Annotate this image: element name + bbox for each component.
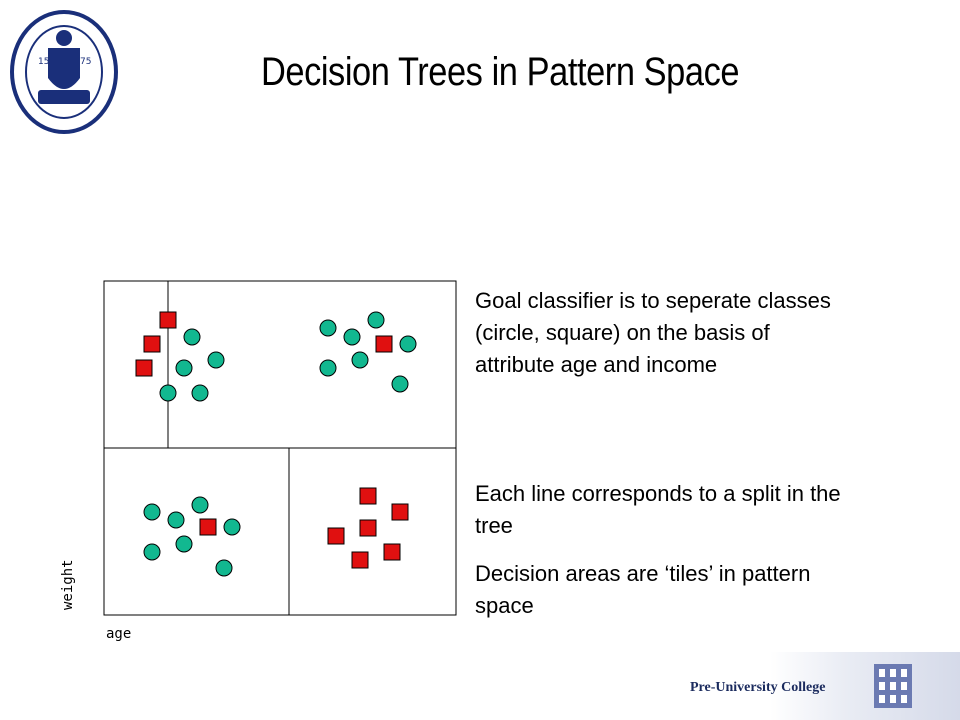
top-left-square-0 <box>159 311 177 329</box>
bottom-right-square-3 <box>327 527 345 545</box>
seal-year-right: 75 <box>80 57 91 67</box>
bottom-left-circle-6 <box>175 535 193 553</box>
bottom-left-circle-4 <box>223 518 241 536</box>
top-left-circle-4 <box>207 351 225 369</box>
top-left-square-1 <box>143 335 161 353</box>
bottom-left-square-3 <box>199 518 217 536</box>
bottom-right-square-1 <box>391 503 409 521</box>
bottom-right-square-0 <box>359 487 377 505</box>
bottom-right-square-4 <box>383 543 401 561</box>
y-axis-label: weight <box>60 559 76 610</box>
bottom-left-circle-1 <box>167 511 185 529</box>
bottom-left-circle-0 <box>143 503 161 521</box>
goal-text: Goal classifier is to seperate classes (… <box>475 288 831 377</box>
college-logo-icon <box>874 664 912 708</box>
seal-year-left: 15 <box>38 57 49 67</box>
bottom-right-square-2 <box>359 519 377 537</box>
top-right-circle-2 <box>367 311 385 329</box>
top-right-circle-4 <box>399 335 417 353</box>
top-right-circle-7 <box>391 375 409 393</box>
lines-text: Each line corresponds to a split in the … <box>475 481 841 538</box>
top-right-circle-5 <box>319 359 337 377</box>
bottom-right-square-5 <box>351 551 369 569</box>
x-axis-label: age <box>106 626 132 642</box>
top-right-circle-6 <box>351 351 369 369</box>
university-seal-icon: 15 75 <box>10 10 118 134</box>
bottom-left-circle-5 <box>143 543 161 561</box>
top-left-circle-5 <box>175 359 193 377</box>
tiles-text: Decision areas are ‘tiles’ in pattern sp… <box>475 561 811 618</box>
bottom-left-circle-2 <box>191 496 209 514</box>
top-left-square-2 <box>135 359 153 377</box>
top-left-circle-3 <box>183 328 201 346</box>
footer-band <box>770 652 960 720</box>
region-bottom <box>103 447 457 616</box>
region-top <box>103 280 457 449</box>
bottom-left-circle-7 <box>215 559 233 577</box>
slide-title: Decision Trees in Pattern Space <box>260 50 740 94</box>
top-left-circle-6 <box>159 384 177 402</box>
college-name: Pre-University College <box>690 680 826 695</box>
top-right-circle-0 <box>319 319 337 337</box>
top-right-circle-1 <box>343 328 361 346</box>
top-left-circle-7 <box>191 384 209 402</box>
top-right-square-3 <box>375 335 393 353</box>
